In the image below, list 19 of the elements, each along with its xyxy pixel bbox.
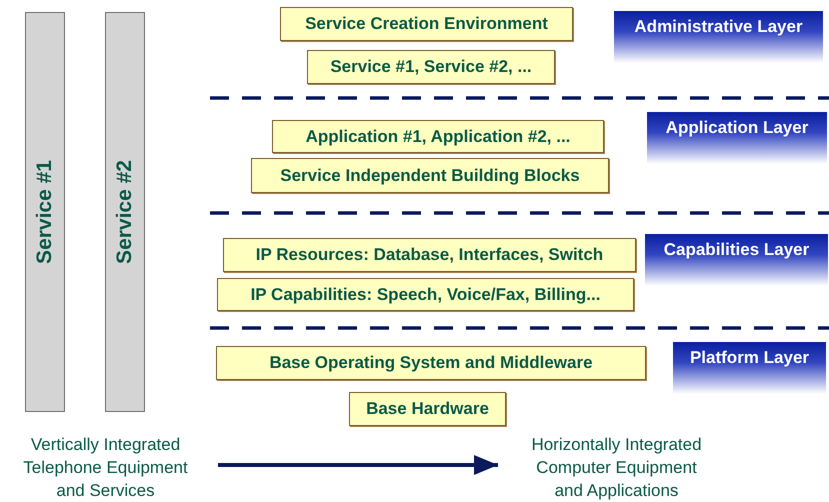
column-label: Service #1 xyxy=(33,160,57,264)
layer-label: Platform Layer xyxy=(673,342,826,394)
component-box: Base Operating System and Middleware xyxy=(216,346,646,380)
service-column xyxy=(25,12,65,412)
layer-label: Capabilities Layer xyxy=(645,234,828,286)
component-box: IP Capabilities: Speech, Voice/Fax, Billing... xyxy=(217,278,634,311)
component-box: Service Independent Building Blocks xyxy=(251,158,609,193)
component-box: Service #1, Service #2, ... xyxy=(307,50,555,84)
component-box: Base Hardware xyxy=(349,392,506,426)
column-label: Service #2 xyxy=(113,160,137,264)
service-column xyxy=(105,12,145,412)
arrow xyxy=(218,455,498,475)
caption-text: Vertically Integrated Telephone Equipment and Services xyxy=(8,433,203,502)
component-box: Service Creation Environment xyxy=(280,7,573,41)
layer-label: Application Layer xyxy=(647,112,827,164)
component-box: IP Resources: Database, Interfaces, Switch xyxy=(223,238,636,272)
caption-text: Horizontally Integrated Computer Equipment and Applications xyxy=(524,433,709,502)
component-box: Application #1, Application #2, ... xyxy=(272,120,604,153)
layer-label: Administrative Layer xyxy=(614,11,823,63)
